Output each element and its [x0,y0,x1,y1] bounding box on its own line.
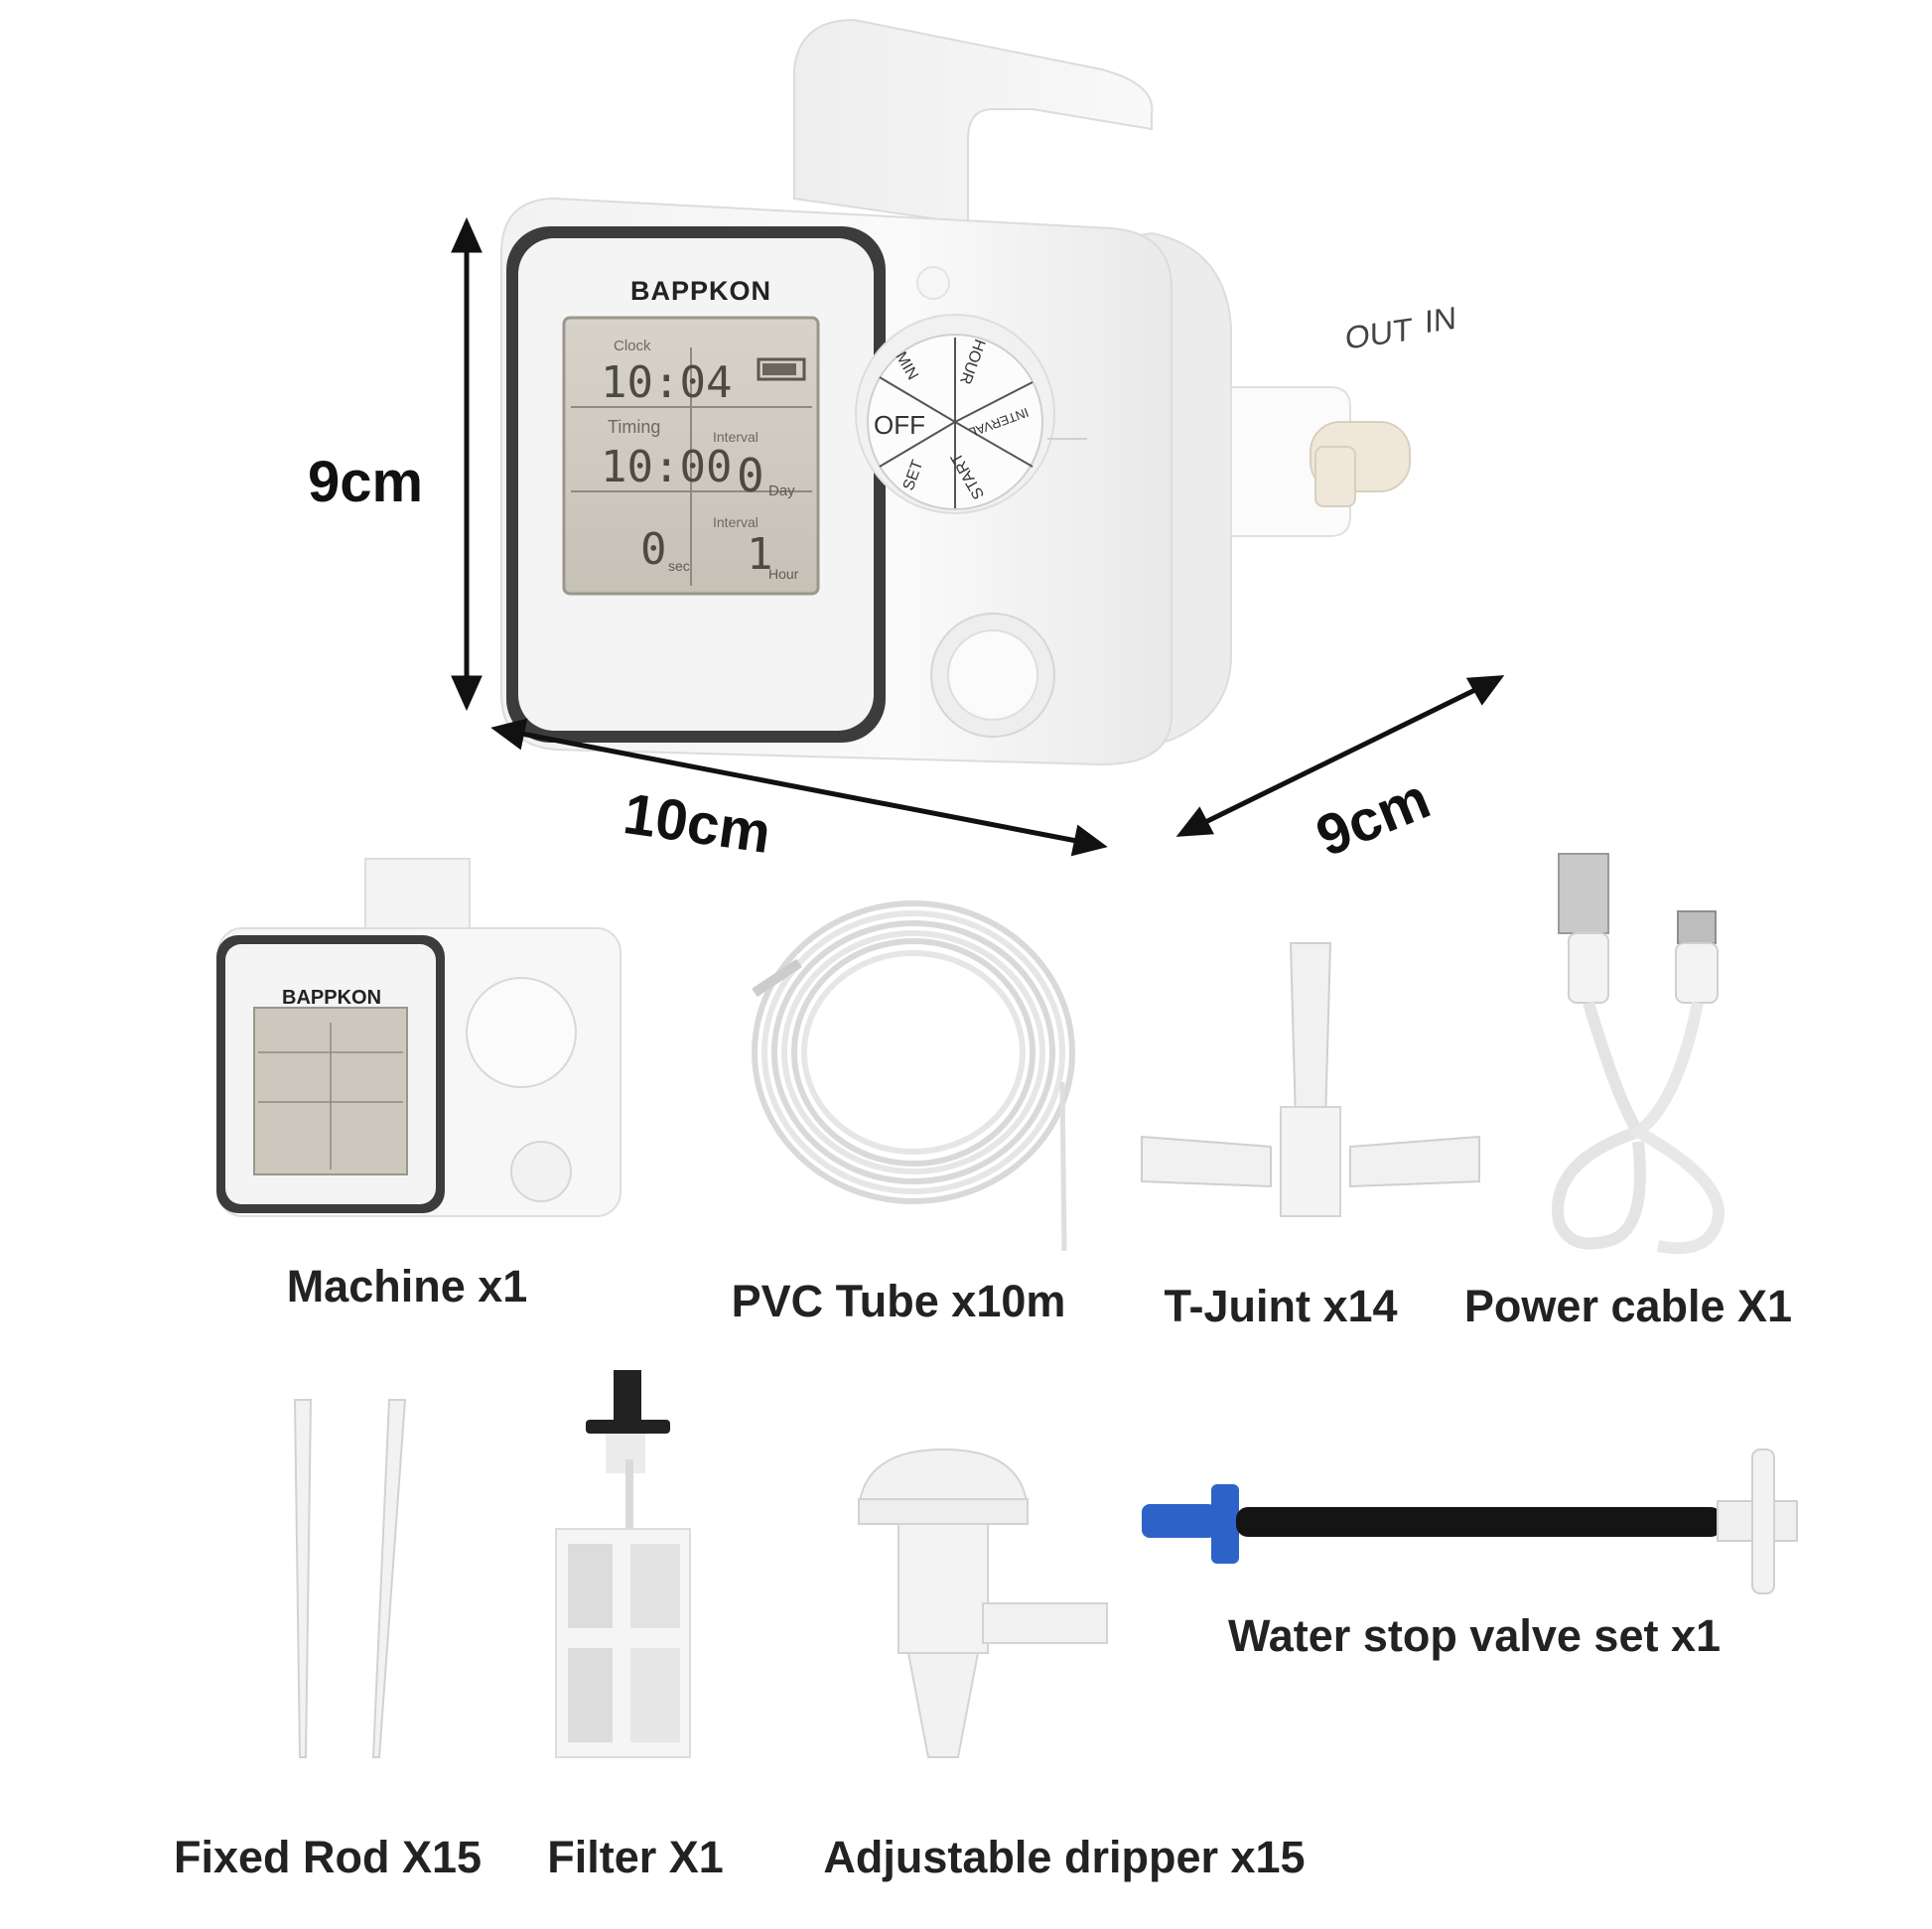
adjustable-dripper [857,1447,1108,1758]
lcd-interval-unit: Day [768,482,795,499]
item-label-machine: Machine x1 [286,1261,528,1311]
item-label-adjustable-dripper: Adjustable dripper x15 [823,1832,1306,1882]
lcd-timing-label: Timing [608,417,661,437]
dial-off-label: OFF [874,410,925,440]
lcd-hour-value: 1 [747,529,773,580]
lcd-interval-value: 0 [737,449,764,502]
small-brand-logo: BAPPKON [282,987,382,1009]
machine-small [216,858,621,1217]
usb-power-cable [1552,853,1725,1255]
fixed-rods [293,1399,407,1758]
brand-logo: BAPPKON [630,276,772,306]
lcd-duration-value: 0 [640,524,667,575]
lcd-timing-value: 10:00 [601,442,733,492]
item-label-power-cable: Power cable X1 [1463,1281,1793,1331]
pvc-tube-coil [752,900,1075,1252]
item-label-pvc-tube: PVC Tube x10m [731,1276,1066,1326]
port-in-label: IN [1425,299,1456,341]
lcd-interval-label: Interval [713,429,759,445]
lcd-clock-value: 10:04 [601,357,733,408]
t-joint [1141,942,1480,1217]
water-stop-valve [1142,1448,1798,1594]
item-label-fixed-rod: Fixed Rod X15 [173,1832,483,1882]
lcd-hour-unit: Hour [768,566,799,582]
lcd-duration-label: Interval [713,514,759,530]
lcd-clock-label: Clock [614,338,651,354]
item-label-water-stop-valve: Water stop valve set x1 [1227,1610,1722,1661]
height-dimension-label: 9cm [308,450,424,514]
filter [555,1370,691,1758]
item-label-t-joint: T-Juint x14 [1164,1281,1398,1331]
lcd-duration-unit: sec [668,558,690,574]
item-label-filter: Filter X1 [547,1832,724,1882]
